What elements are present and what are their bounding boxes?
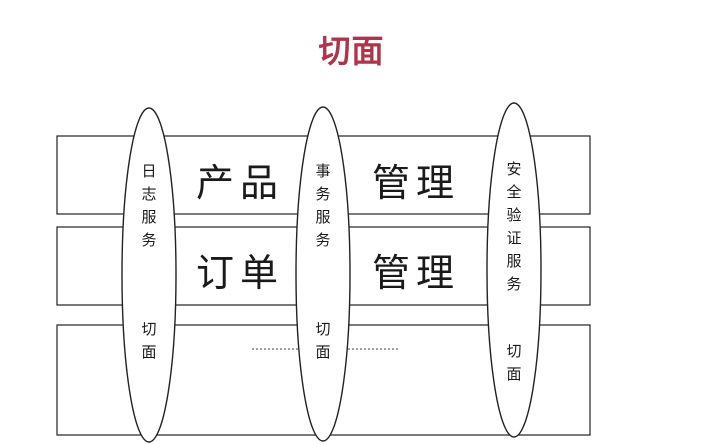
aspect-security-service-label: 安全验证服务: [506, 160, 522, 293]
aspect-ellipse-transaction: [295, 106, 351, 442]
aspect-logging-service-label: 日志服务: [141, 162, 157, 249]
aspect-logging-suffix-label: 切面: [141, 320, 157, 361]
aspect-transaction-suffix-label: 切面: [315, 320, 331, 361]
band-2-left-label: 订单: [196, 251, 285, 295]
aspect-transaction-service-label: 事务服务: [315, 162, 331, 249]
slide-title: 切面: [318, 32, 385, 70]
aspect-ellipse-security: [486, 102, 542, 438]
band-1-right-label: 管理: [372, 161, 461, 205]
band-1-left-label: 产品: [196, 161, 285, 205]
band-2-right-label: 管理: [372, 251, 461, 295]
aspect-ellipse-logging: [121, 107, 177, 443]
aspect-security-suffix-label: 切面: [506, 342, 522, 383]
